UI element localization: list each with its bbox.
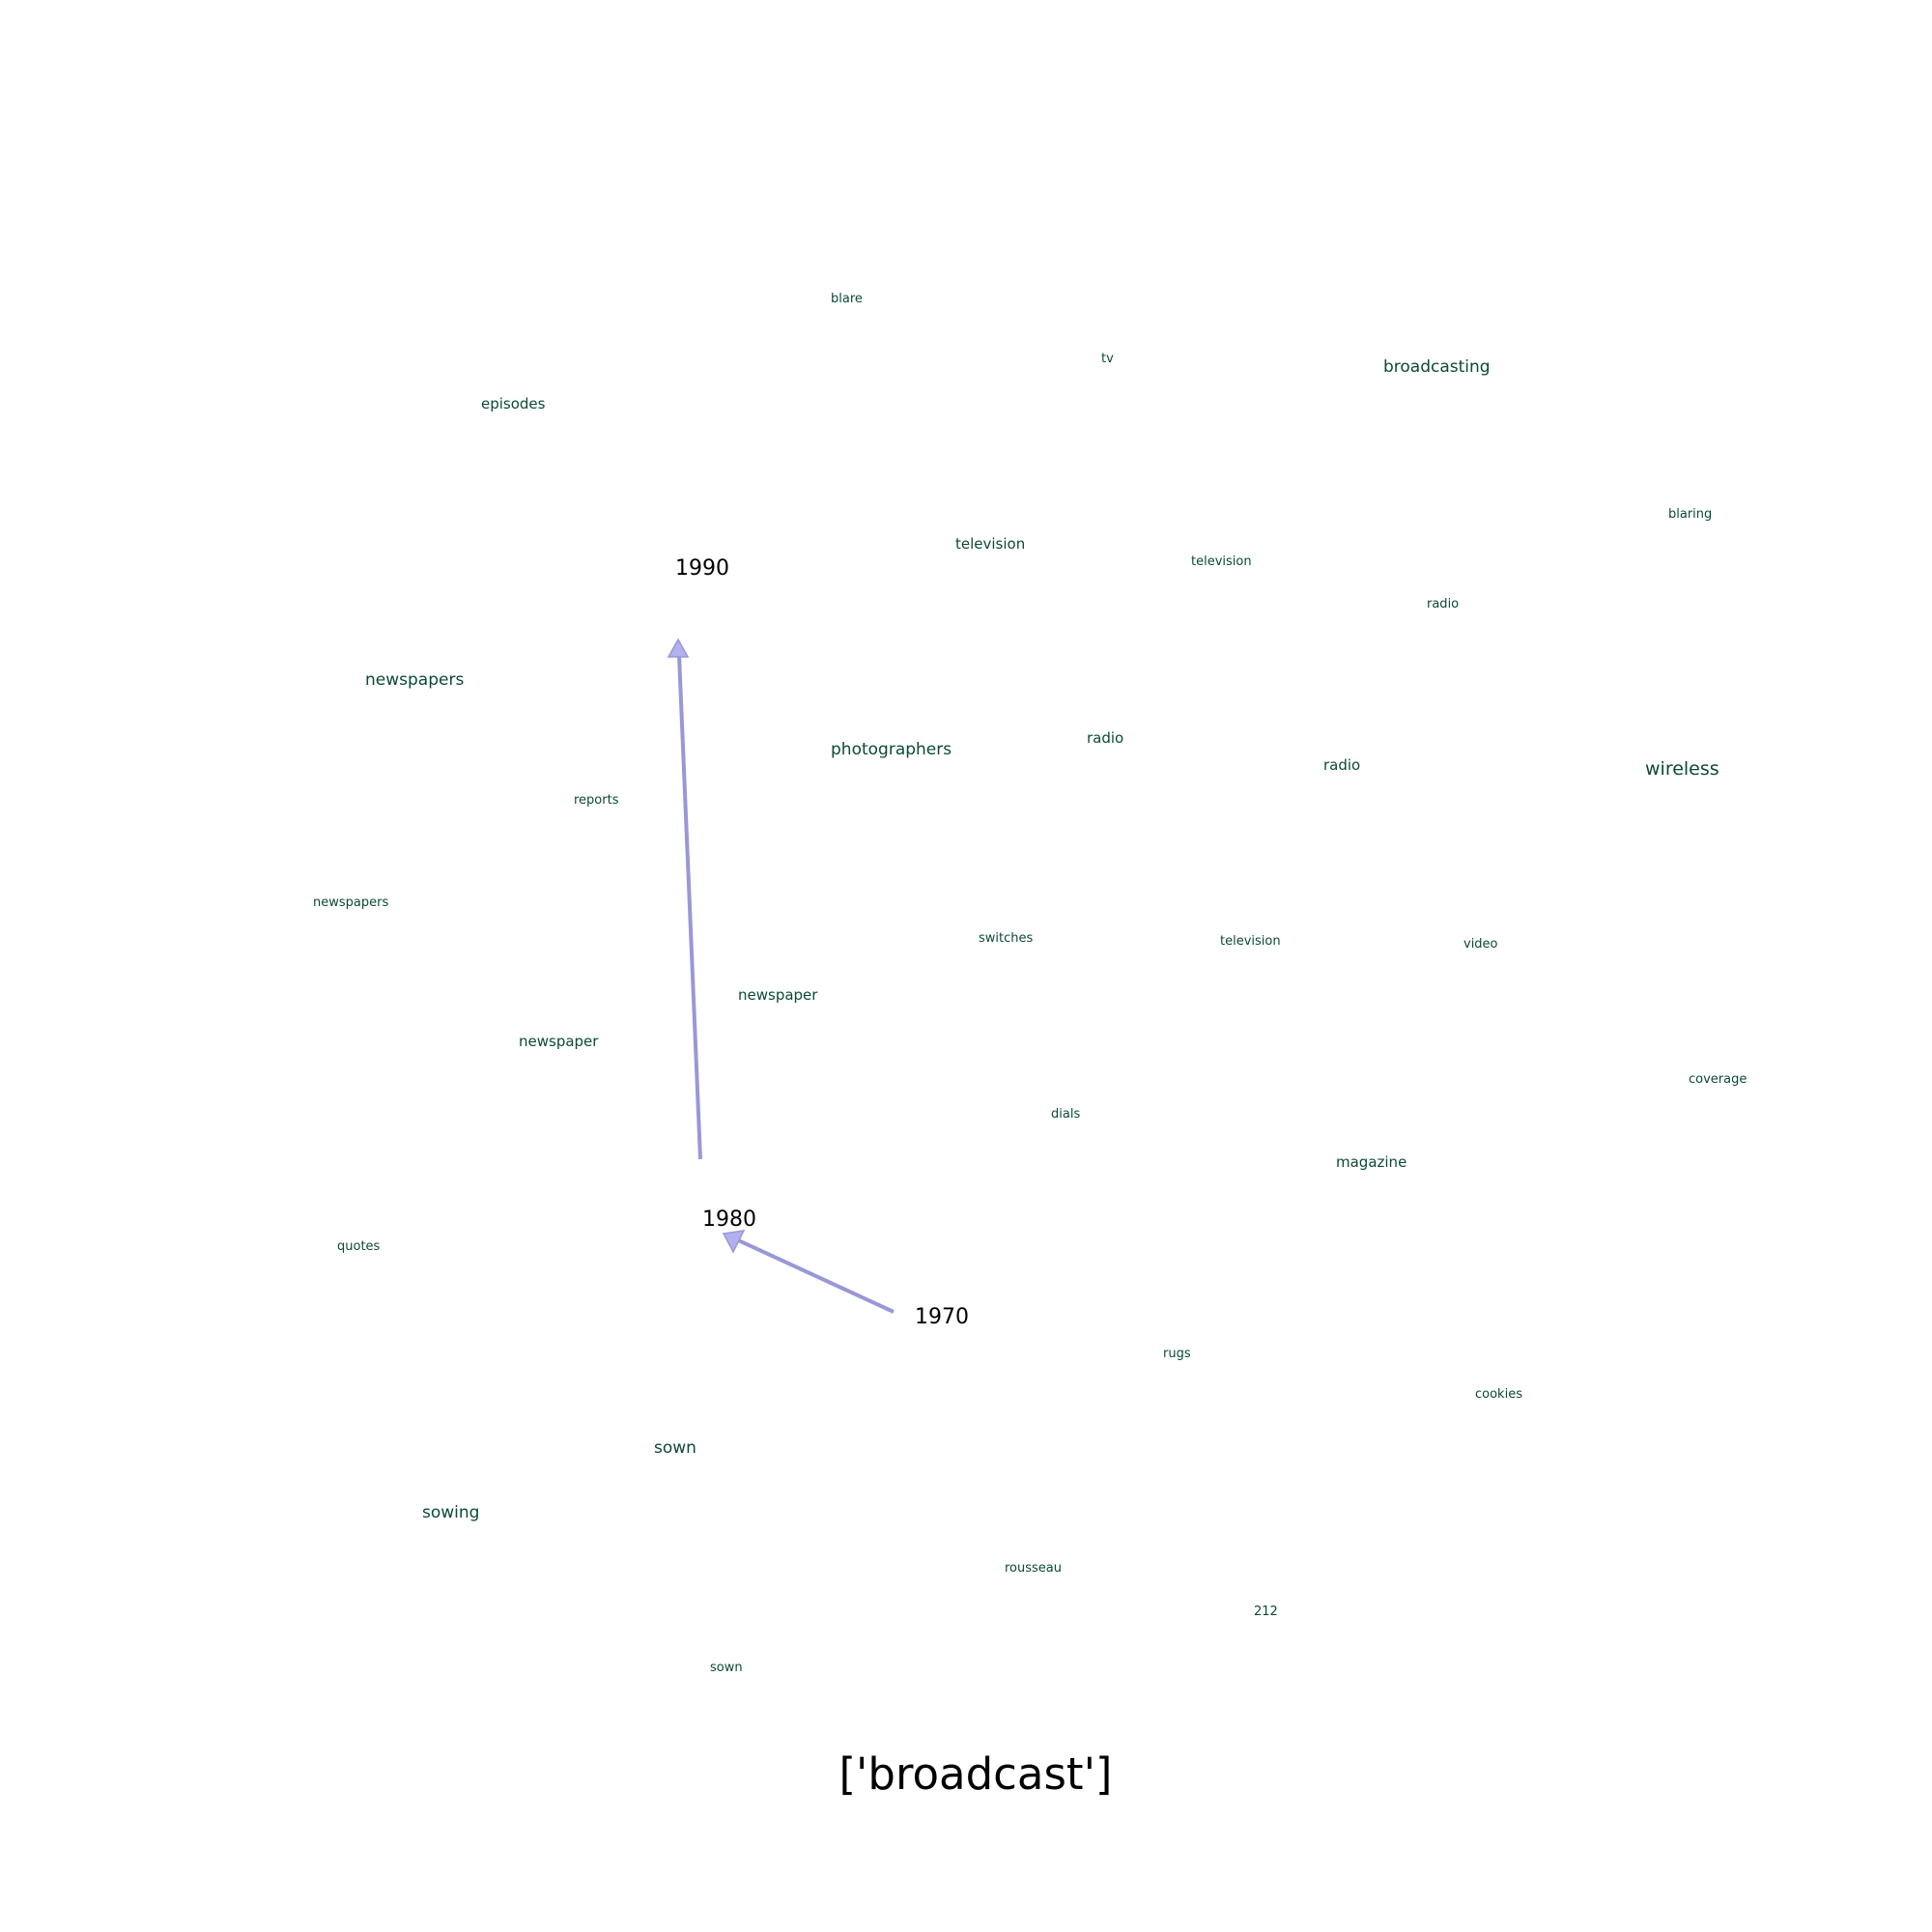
word-label: video — [1463, 937, 1498, 952]
word-label: newspaper — [738, 986, 818, 1004]
word-label: photographers — [831, 740, 952, 759]
diagram-title: ['broadcast'] — [838, 1748, 1112, 1800]
word-label: reports — [574, 793, 619, 808]
arrow-1980-1990-shaft — [677, 654, 702, 1160]
word-label: radio — [1427, 597, 1459, 611]
year-label-1990: 1990 — [675, 556, 729, 581]
word-label: blaring — [1668, 507, 1712, 522]
arrow-1980-1990-head — [667, 638, 690, 658]
year-labels: 1970 1980 1990 — [675, 556, 969, 1329]
word-label: sown — [710, 1661, 743, 1675]
word-label: television — [955, 535, 1025, 553]
word-label: magazine — [1336, 1153, 1406, 1171]
trajectory-arrows — [667, 638, 895, 1314]
word-label: newspapers — [365, 670, 464, 690]
word-label: episodes — [481, 395, 546, 412]
word-label: rousseau — [1005, 1561, 1062, 1576]
word-label: television — [1191, 554, 1252, 569]
word-label: dials — [1051, 1107, 1080, 1122]
word-label: cookies — [1475, 1387, 1522, 1402]
neighbor-words: blare tv broadcasting episodes blaring t… — [313, 292, 1747, 1675]
word-label: television — [1220, 934, 1281, 949]
word-label: radio — [1087, 729, 1123, 747]
word-label: wireless — [1645, 758, 1719, 780]
arrow-1970-1980-shaft — [733, 1236, 895, 1314]
word-label: broadcasting — [1383, 357, 1491, 377]
word-label: blare — [831, 292, 863, 306]
word-label: newspaper — [519, 1033, 599, 1050]
word-label: 212 — [1254, 1605, 1278, 1619]
word-label: switches — [979, 931, 1033, 946]
word-label: sowing — [422, 1503, 479, 1522]
word-label: coverage — [1689, 1072, 1747, 1087]
year-label-1980: 1980 — [702, 1208, 756, 1232]
year-label-1970: 1970 — [915, 1305, 969, 1329]
word-label: tv — [1101, 352, 1114, 366]
word-label: newspapers — [313, 895, 388, 910]
word-label: quotes — [337, 1239, 381, 1254]
word-label: sown — [654, 1438, 696, 1458]
word-label: rugs — [1163, 1347, 1191, 1361]
word-label: radio — [1323, 756, 1360, 774]
arrow-1970-1980-head — [722, 1230, 746, 1254]
